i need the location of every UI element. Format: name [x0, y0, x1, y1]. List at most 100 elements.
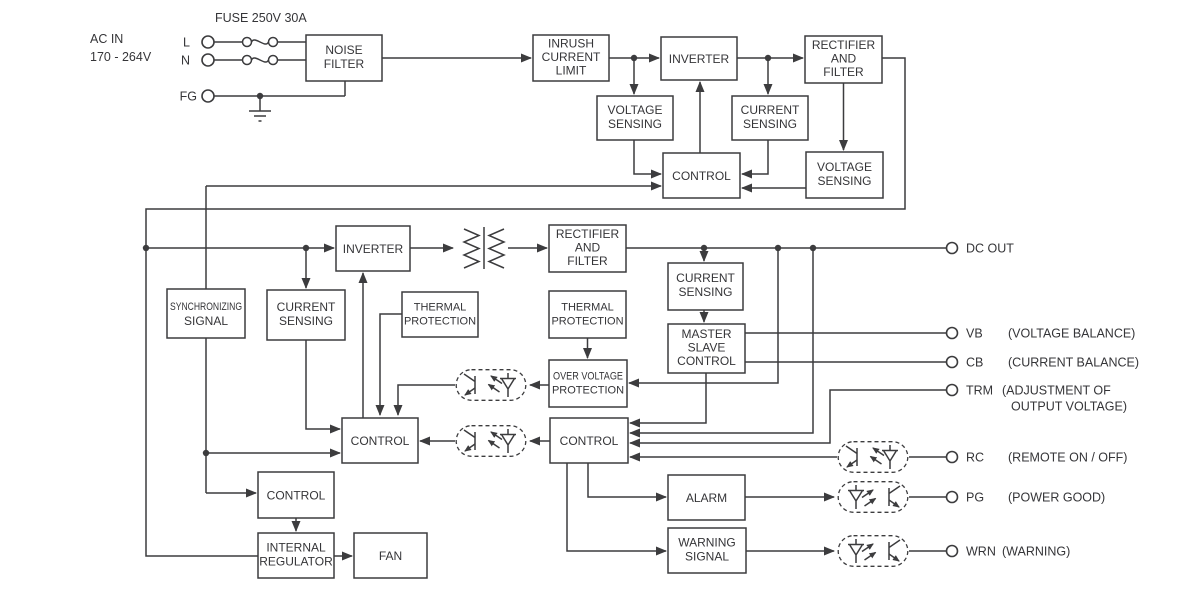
optocoupler-icon-pg	[838, 482, 908, 513]
optocoupler-icon-wrn	[838, 536, 908, 567]
block-master-slave-control: MASTER SLAVE CONTROL	[667, 323, 746, 374]
block-box	[667, 323, 746, 374]
block-label: CONTROL	[672, 169, 731, 183]
junction-dot	[630, 54, 638, 62]
wires	[145, 41, 947, 561]
terminal-cb: CB (CURRENT BALANCE)	[945, 356, 1139, 370]
junction-dot	[700, 244, 708, 252]
wire	[305, 340, 341, 434]
block-label: INVERTER	[669, 52, 730, 66]
block-control-4: CONTROL	[257, 471, 335, 519]
terminal-circle	[945, 450, 959, 464]
block-label: WARNING	[678, 536, 736, 550]
block-box	[257, 532, 335, 579]
block-box	[266, 289, 346, 341]
block-noise-filter: NOISE FILTER	[305, 34, 383, 82]
wire	[145, 57, 906, 557]
terminal-circle	[945, 544, 959, 558]
block-box	[804, 35, 883, 84]
junction-dot	[774, 244, 782, 252]
block-box	[667, 527, 747, 574]
block-box	[257, 471, 335, 519]
block-label: SYNCHRONIZING	[170, 301, 242, 313]
block-label: SENSING	[743, 117, 797, 131]
terminal-label: TRM	[966, 384, 993, 398]
terminal-description: (VOLTAGE BALANCE)	[1008, 327, 1135, 341]
ac-in-label: AC IN	[90, 32, 123, 46]
block-label: ALARM	[686, 491, 727, 505]
block-current-sensing-1: CURRENT SENSING	[731, 95, 809, 141]
block-label: FILTER	[567, 254, 608, 268]
ac-voltage-range-label: 170 - 264V	[90, 50, 152, 64]
transformer-secondary-winding	[487, 228, 506, 269]
block-label: AND	[831, 52, 857, 66]
block-box	[667, 474, 746, 521]
block-label: CONTROL	[677, 354, 736, 368]
block-box	[401, 291, 479, 338]
terminal-description: (REMOTE ON / OFF)	[1008, 451, 1127, 465]
transformer-icon	[462, 227, 506, 269]
block-box	[731, 95, 809, 141]
input-terminals	[201, 35, 215, 103]
ground-bars	[249, 110, 271, 122]
block-box	[549, 417, 629, 464]
block-label: INRUSH	[548, 37, 594, 51]
junction-dot	[764, 54, 772, 62]
block-alarm: ALARM	[667, 474, 746, 521]
block-thermal-protection-2: THERMAL PROTECTION	[548, 290, 627, 339]
fuse-end-circle	[241, 36, 253, 48]
ground-icon	[249, 96, 271, 122]
block-label: SIGNAL	[685, 550, 729, 564]
fuse-wave	[250, 57, 270, 63]
wire	[393, 384, 455, 416]
fuse-rating-label: FUSE 250V 30A	[215, 11, 307, 25]
block-inverter-1: INVERTER	[660, 36, 738, 81]
block-label: VOLTAGE	[817, 160, 872, 174]
block-label: SENSING	[279, 314, 333, 328]
neutral-terminal-label: N	[181, 54, 190, 68]
block-control-1: CONTROL	[662, 152, 741, 199]
block-label: CURRENT	[741, 103, 800, 117]
block-current-sensing-3: CURRENT SENSING	[667, 262, 744, 311]
terminal-circle	[945, 241, 959, 255]
block-box	[335, 225, 411, 272]
terminal-circle	[945, 326, 959, 340]
terminal-label: VB	[966, 327, 983, 341]
block-label: SLAVE	[688, 341, 726, 355]
wire	[741, 140, 769, 179]
junction-dot	[256, 92, 264, 100]
terminal-circle	[945, 383, 959, 397]
terminal-label: DC OUT	[966, 242, 1014, 256]
wire	[629, 389, 947, 448]
ac-input-labels: AC IN 170 - 264V FUSE 250V 30A L N FG	[90, 11, 307, 104]
block-label: NOISE	[325, 43, 362, 57]
block-label: INTERNAL	[266, 541, 326, 555]
block-control-2: CONTROL	[341, 417, 419, 464]
junction-dot	[809, 244, 817, 252]
block-label: RECTIFIER	[556, 227, 620, 241]
wire	[587, 463, 667, 502]
block-thermal-protection-1: THERMAL PROTECTION	[401, 291, 479, 338]
block-box	[667, 262, 744, 311]
block-label: THERMAL	[414, 302, 467, 314]
block-label: SENSING	[608, 117, 662, 131]
block-label: OVER VOLTAGE	[553, 371, 623, 383]
terminal-dc-out: DC OUT	[945, 241, 1014, 256]
block-label: CURRENT	[277, 300, 336, 314]
fuse-end-circle	[241, 54, 253, 66]
terminal-rc: RC (REMOTE ON / OFF)	[945, 450, 1127, 465]
wire	[629, 373, 707, 428]
block-voltage-sensing-1: VOLTAGE SENSING	[596, 95, 674, 141]
block-box	[662, 152, 741, 199]
block-box	[548, 290, 627, 339]
block-label: CONTROL	[267, 489, 326, 503]
terminal-label: WRN	[966, 545, 996, 559]
terminal-circle	[945, 490, 959, 504]
block-rectifier-filter-1: RECTIFIER AND FILTER	[804, 35, 883, 84]
block-internal-regulator: INTERNAL REGULATOR	[257, 532, 335, 579]
terminal-circle-fg	[201, 89, 215, 103]
terminal-label: RC	[966, 451, 984, 465]
line-terminal-label: L	[183, 36, 190, 50]
block-box	[596, 95, 674, 141]
fuse-icon-l	[241, 36, 279, 48]
